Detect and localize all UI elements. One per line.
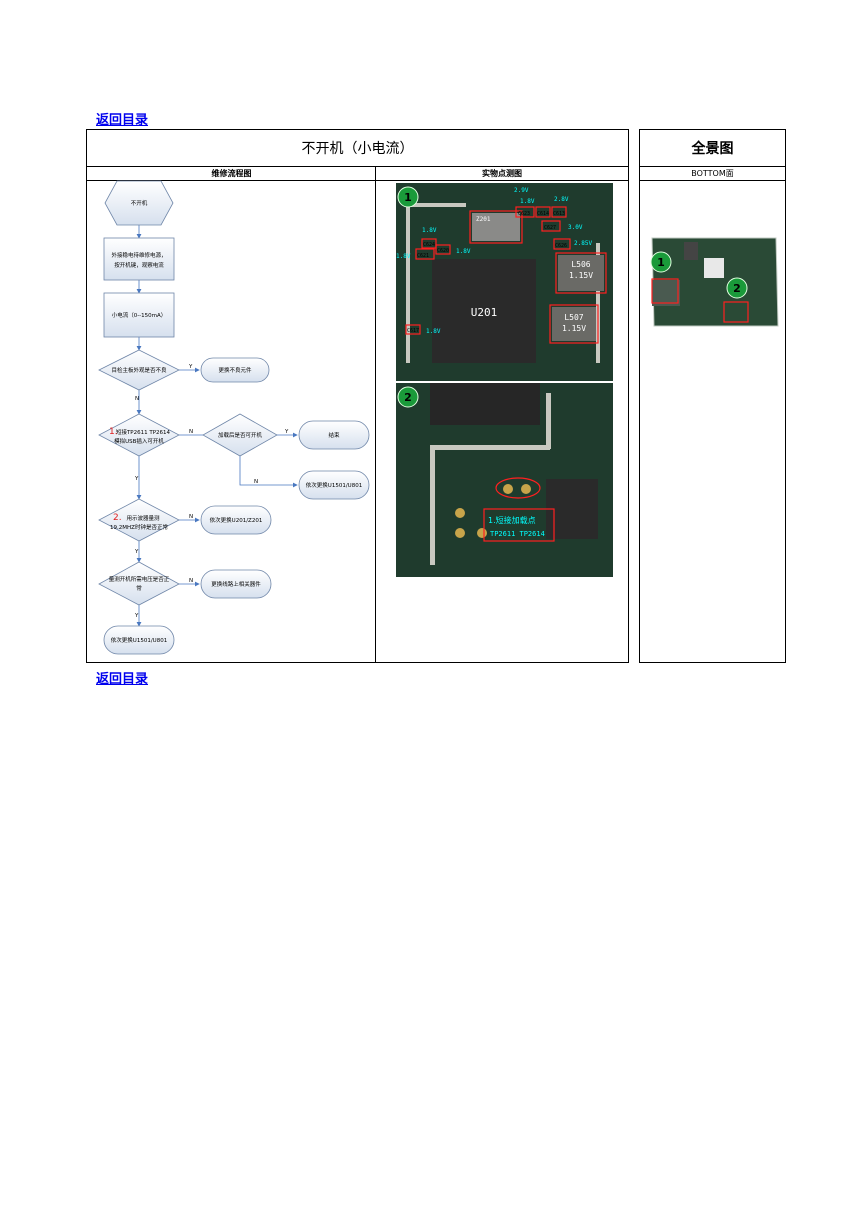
flow-d2-right-text: 加载后是否可开机	[218, 431, 263, 439]
overview-title: 全景图	[640, 130, 785, 167]
overview-badge-1: 1	[657, 256, 665, 269]
flow-end-text: 结束	[328, 431, 340, 439]
flow-label-n4: N	[189, 514, 193, 520]
flow-label-n5: N	[189, 578, 193, 584]
flow-label-y2: Y	[284, 429, 289, 435]
volt-4: 1.8V	[456, 248, 471, 255]
photo2-note: 1.短接加载点	[488, 515, 536, 525]
pcb-photo-1: U201 Z201 L506 1.15V L507 1.15V C623 C61…	[396, 183, 613, 381]
flow-decision-voltage	[99, 562, 179, 605]
ref-c620: C620	[437, 248, 449, 254]
volt-2: 1.8V	[422, 227, 437, 234]
board-overview-photo: 1 2	[644, 230, 782, 330]
flow-d1-text: 目检主板外观是否不良	[111, 366, 167, 374]
flow-step-power	[104, 238, 174, 280]
ref-c624: C624	[423, 242, 435, 248]
flow-d4-line2: 常	[136, 584, 142, 592]
flow-start-text: 不开机	[131, 199, 148, 207]
flow-d2-line1: 短接TP2611 TP2614	[116, 428, 171, 436]
flow-d1-yes-text: 更换不良元件	[218, 366, 252, 374]
photo1-badge: 1	[404, 191, 412, 204]
ref-c623: C623	[518, 211, 530, 217]
ref-c617: C617	[407, 328, 419, 334]
flow-label-n1: N	[135, 396, 139, 402]
flow-d4-no-text: 更换线路上相关器件	[211, 580, 261, 588]
pcb-photo-2: 1.短接加载点 TP2611 TP2614 2	[396, 383, 613, 577]
volt-7: 1.8V	[426, 328, 441, 335]
flow-label-y5: Y	[134, 613, 139, 619]
volt-1: 2.9V	[514, 187, 529, 194]
toc-link-top[interactable]: 返回目录	[96, 109, 148, 128]
u201-label: U201	[471, 306, 498, 319]
overview-badge-2: 2	[733, 282, 741, 295]
volt-9: 1.8V	[520, 198, 535, 205]
flow-step1-line1: 外接稳电待维修电源，	[111, 251, 166, 259]
l507-label: L507	[564, 313, 583, 322]
flow-label-y4: Y	[134, 549, 139, 555]
flow-d3-line2: 19.2MHZ时钟是否正常	[110, 523, 168, 531]
main-table: 不开机（小电流） 维修流程图 实物点测图	[86, 129, 629, 663]
flow-label-y1: Y	[188, 364, 193, 370]
flow-final-text: 依次更换U1501/U801	[111, 636, 167, 644]
col-points-header: 实物点测图	[376, 166, 628, 181]
flow-step2-text: 小电流（0--150mA）	[112, 311, 167, 319]
ref-c614: C614	[537, 211, 549, 217]
ref-c626: C626	[555, 243, 567, 249]
ref-c627: C627	[544, 225, 556, 231]
l507-voltage: 1.15V	[562, 324, 586, 333]
flow-d4-line1: 量测开机所需电压是否正	[109, 575, 170, 583]
ref-c621: C621	[417, 253, 429, 259]
flow-label-n3: N	[254, 479, 258, 485]
l506-voltage: 1.15V	[569, 271, 593, 280]
photo2-badge: 2	[404, 391, 412, 404]
toc-link-bottom[interactable]: 返回目录	[96, 668, 148, 687]
overview-sub-header: BOTTOM面	[640, 166, 785, 181]
flow-label-y3: Y	[134, 476, 139, 482]
volt-5: 3.0V	[568, 224, 583, 231]
flow-d2-right-no-text: 依次更换U1501/U801	[306, 481, 362, 489]
flow-d2-line2: 模拟USB插入可开机	[114, 437, 164, 445]
photo2-points: TP2611 TP2614	[490, 530, 545, 538]
flow-step1-line2: 按开机键，观察电流	[114, 261, 164, 269]
z201-label: Z201	[476, 216, 491, 223]
l506-label: L506	[571, 260, 590, 269]
volt-8: 2.85V	[574, 240, 592, 247]
flow-label-n2: N	[189, 429, 193, 435]
flow-d3-line1: 用示波器量测	[126, 514, 160, 522]
volt-6: 1.8V	[396, 253, 411, 260]
ref-c613: C613	[553, 211, 565, 217]
flow-d3-num: 2.	[113, 513, 122, 523]
volt-3: 2.8V	[554, 196, 569, 203]
repair-flowchart: 不开机 外接稳电待维修电源， 按开机键，观察电流 小电流（0--150mA） 目…	[87, 130, 376, 664]
overview-table: 全景图 BOTTOM面 1 2	[639, 129, 786, 663]
flow-d3-no-text: 依次更换U201/Z201	[210, 516, 263, 524]
